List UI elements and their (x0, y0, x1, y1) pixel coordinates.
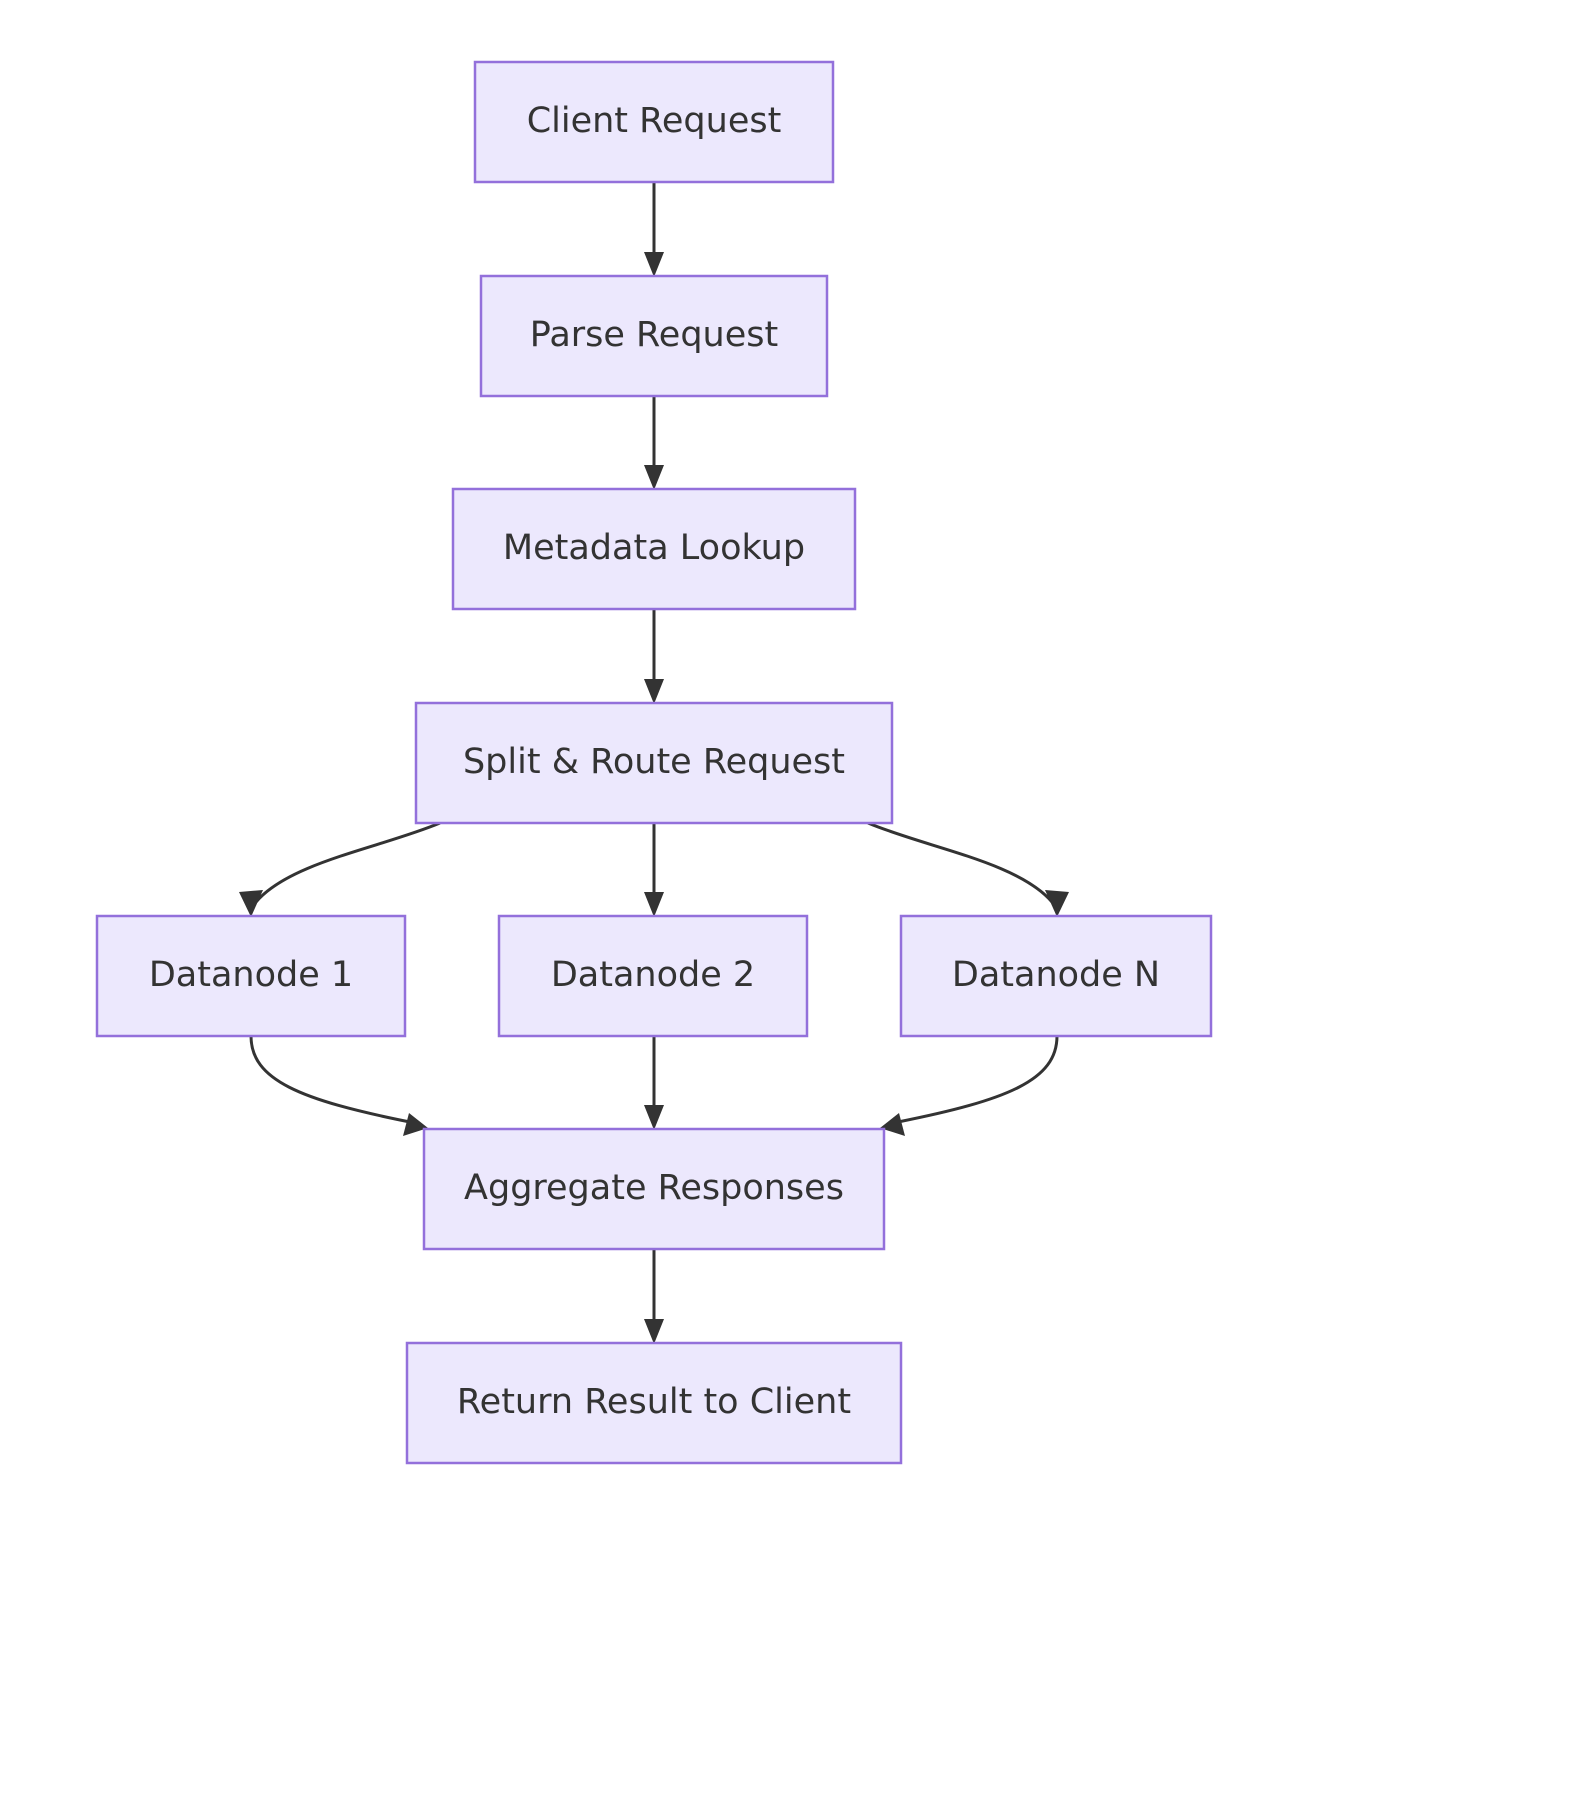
arrow-head-icon (880, 1113, 905, 1136)
node-return-result-to-client[interactable]: Return Result to Client (405, 1341, 903, 1465)
node-label-datanode-1: Datanode 1 (149, 955, 353, 995)
node-label-aggregate-responses: Aggregate Responses (464, 1168, 844, 1208)
arrow-head-icon (644, 892, 664, 917)
edge-parse-request-to-metadata-lookup (644, 396, 664, 490)
edge-datanode-n-to-aggregate (880, 1035, 1059, 1136)
arrow-head-icon (644, 1105, 664, 1130)
node-label-client-request: Client Request (527, 101, 782, 141)
edge-split-route-to-datanode-1 (239, 821, 441, 917)
edge-metadata-lookup-to-split-route (644, 609, 664, 704)
arrow-head-icon (403, 1113, 428, 1136)
node-metadata-lookup[interactable]: Metadata Lookup (451, 487, 857, 611)
node-label-parse-request: Parse Request (530, 315, 778, 355)
node-datanode-2[interactable]: Datanode 2 (497, 914, 809, 1038)
node-label-datanode-2: Datanode 2 (551, 955, 755, 995)
edge-split-route-to-datanode-2 (644, 823, 664, 917)
edge-split-route-to-datanode-n (867, 821, 1069, 917)
node-client-request[interactable]: Client Request (473, 60, 835, 184)
arrow-head-icon (644, 465, 664, 490)
node-aggregate-responses[interactable]: Aggregate Responses (422, 1127, 886, 1251)
node-label-return-result-to-client: Return Result to Client (457, 1382, 851, 1422)
node-label-metadata-lookup: Metadata Lookup (503, 528, 805, 568)
node-split-route-request[interactable]: Split & Route Request (414, 701, 894, 825)
arrow-head-icon (644, 1319, 664, 1344)
edge-datanode-1-to-aggregate (249, 1035, 428, 1136)
edge-datanode-2-to-aggregate (644, 1036, 664, 1130)
arrow-head-icon (644, 679, 664, 704)
edge-client-request-to-parse-request (644, 182, 664, 277)
arrow-head-icon (239, 890, 263, 917)
arrow-head-icon (1045, 890, 1069, 917)
node-datanode-n[interactable]: Datanode N (899, 914, 1213, 1038)
arrow-head-icon (644, 252, 664, 277)
node-datanode-1[interactable]: Datanode 1 (95, 914, 407, 1038)
node-parse-request[interactable]: Parse Request (479, 274, 829, 398)
edge-layer (239, 182, 1069, 1344)
node-label-datanode-n: Datanode N (952, 955, 1160, 995)
node-label-split-route-request: Split & Route Request (463, 742, 845, 782)
node-layer: Client Request Parse Request Metadata Lo… (95, 60, 1213, 1465)
edge-aggregate-to-return-result (644, 1249, 664, 1344)
